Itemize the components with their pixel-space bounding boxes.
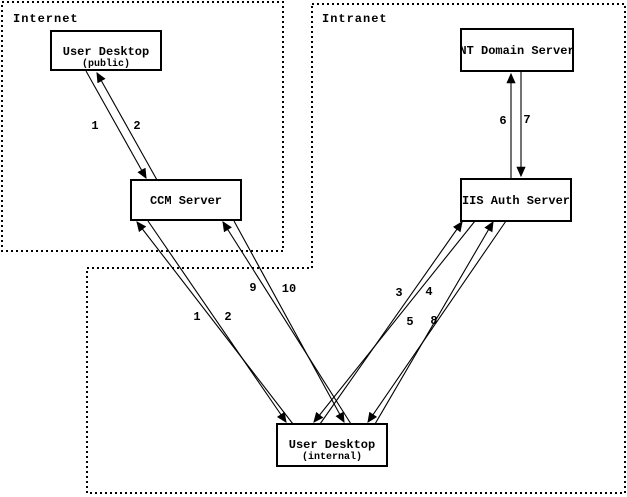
flow-label: 1 [193,310,200,324]
zone-internet-label: Internet [13,12,79,26]
zone-intranet-outline [86,3,626,494]
flow-label: 9 [249,281,256,295]
arrow-3-internal-desktop-to-iis [319,221,463,425]
node-user-desktop-internal-subtitle: (internal) [302,451,362,463]
flow-label: 2 [133,119,140,133]
flow-label: 5 [406,315,413,329]
node-nt-domain-server-title: NT Domain Server [459,44,574,58]
arrow-2-ccm-to-public-desktop [96,71,158,181]
node-user-desktop-public: User Desktop (public) [50,30,162,71]
flow-label: 8 [430,314,437,328]
flow-label: 10 [282,282,296,296]
flow-label: 6 [499,114,506,128]
node-user-desktop-public-box [50,30,162,71]
node-iis-auth-server-title: IIS Auth Server [462,194,570,208]
node-ccm-server-box [130,179,242,221]
flow-label: 7 [523,113,530,127]
node-user-desktop-public-title: User Desktop [63,45,149,59]
zone-internet-outline [1,1,284,252]
flow-label: 3 [395,286,402,300]
arrow-8-iis-to-internal-desktop [367,220,507,423]
flow-label: 4 [425,285,432,299]
arrow-10-ccm-to-internal-desktop [233,220,345,424]
flow-label: 2 [224,310,231,324]
arrow-2-ccm-to-internal-desktop [147,220,287,423]
arrow-1-public-desktop-to-ccm [85,70,147,180]
node-ccm-server-title: CCM Server [150,194,222,208]
node-user-desktop-internal-box [276,423,388,467]
node-user-desktop-public-subtitle: (public) [82,58,130,70]
flow-label: 1 [91,119,98,133]
node-ccm-server: CCM Server [130,179,242,221]
node-user-desktop-internal-title: User Desktop [289,438,375,452]
arrow-1-internal-desktop-to-ccm [136,221,294,425]
zone-intranet-label: Intranet [322,12,388,26]
arrow-4-iis-to-internal-desktop [313,220,476,423]
node-nt-domain-server: NT Domain Server [459,28,575,72]
node-iis-auth-server: IIS Auth Server [460,178,572,222]
arrow-5-internal-desktop-to-iis [374,220,494,425]
node-iis-auth-server-box [460,178,572,222]
node-user-desktop-internal: User Desktop (internal) [276,423,388,467]
arrow-9-internal-desktop-to-ccm [222,221,352,425]
node-nt-domain-server-box [460,28,574,72]
